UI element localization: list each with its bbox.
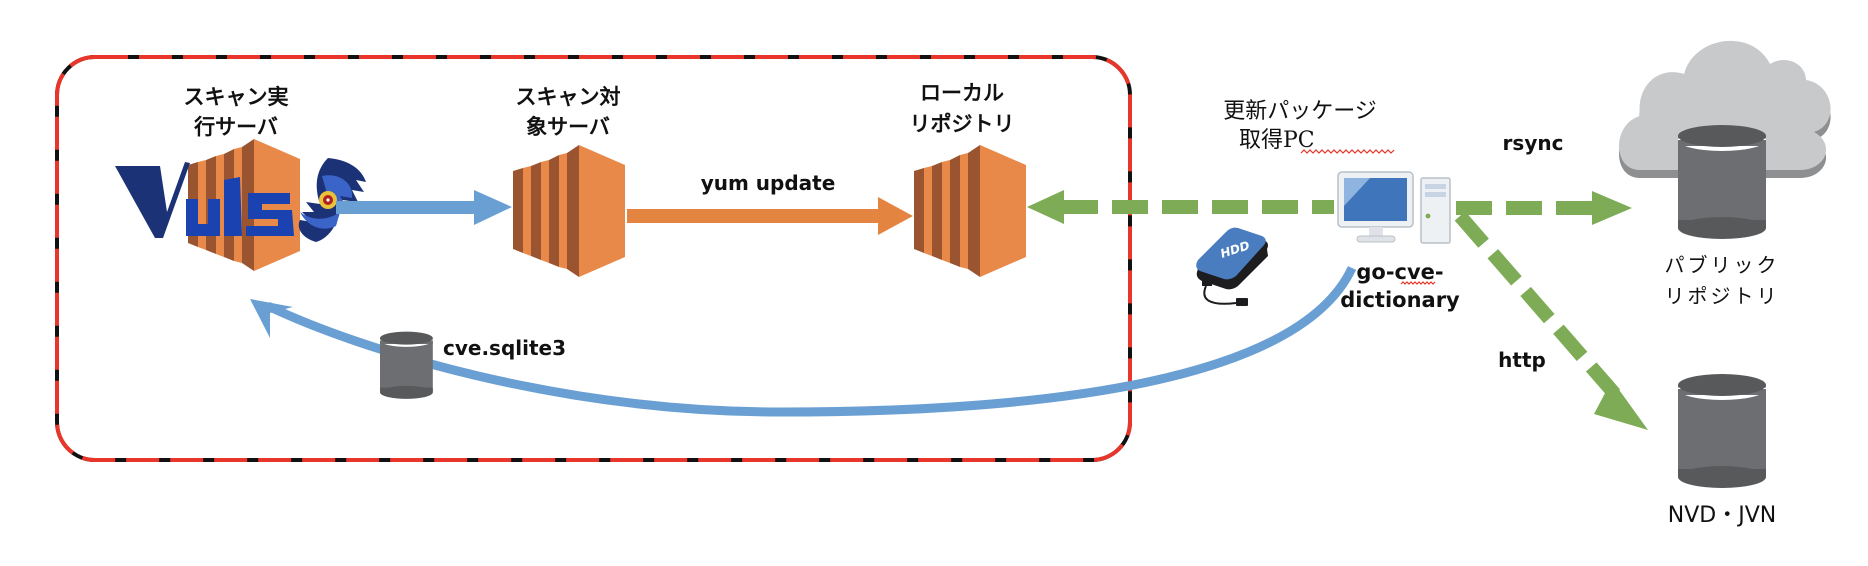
target-server-label-line1: スキャン対: [516, 85, 621, 109]
local-repo-label-line2: リポジトリ: [910, 112, 1015, 136]
cve-db-node[interactable]: cve.sqlite3: [380, 331, 566, 399]
cve-db-label: cve.sqlite3: [443, 336, 566, 360]
public-repo-label-line1: パブリック: [1665, 253, 1780, 277]
local-repo-label-line1: ローカル: [920, 81, 1004, 105]
public-repo-label-line2: リポジトリ: [1665, 284, 1780, 308]
server-icon: [188, 139, 300, 271]
server-icon: [513, 145, 625, 277]
update-pc-label-line1: 更新パッケージ: [1223, 99, 1377, 124]
yum-update-label: yum update: [701, 171, 836, 195]
hdd-icon: HDD: [1196, 227, 1268, 306]
internal-network-boundary: [55, 55, 1132, 462]
server-icon: [914, 145, 1026, 277]
target-server-node[interactable]: スキャン対 象サーバ: [513, 85, 625, 277]
go-cve-label-line1: go-cve-: [1356, 260, 1443, 284]
target-server-label-line2: 象サーバ: [526, 115, 610, 139]
rsync-label: rsync: [1503, 131, 1564, 155]
desktop-pc-icon: [1337, 171, 1451, 244]
database-icon: [1678, 374, 1766, 488]
nvd-jvn-node[interactable]: NVD・JVN: [1668, 374, 1776, 528]
update-pc-node[interactable]: 更新パッケージ 取得PC: [1223, 99, 1451, 244]
spellcheck-underline: [1300, 149, 1395, 154]
spellcheck-underline: [1400, 281, 1436, 285]
public-repo-node[interactable]: パブリック リポジトリ: [1619, 40, 1831, 308]
update-pc-label-line2: 取得PC: [1239, 128, 1315, 153]
scan-server-node[interactable]: スキャン実 行サーバ: [115, 85, 366, 271]
scan-server-label-line1: スキャン実: [184, 85, 289, 109]
vuls-logo-icon: [115, 158, 366, 242]
scan-arrow: [336, 190, 512, 225]
nvd-jvn-label: NVD・JVN: [1668, 503, 1776, 528]
local-repo-node[interactable]: ローカル リポジトリ: [910, 81, 1027, 277]
http-arrow: http: [1454, 211, 1648, 430]
yum-update-arrow: yum update: [627, 171, 913, 235]
go-cve-dictionary-label: go-cve- dictionary: [1340, 260, 1460, 312]
database-icon: [1678, 125, 1766, 239]
scan-server-label-line2: 行サーバ: [193, 115, 278, 139]
cloud-icon: [1619, 40, 1831, 178]
database-icon: [380, 331, 433, 399]
rsync-arrow: rsync: [1456, 131, 1632, 225]
hdd-node[interactable]: HDD: [1196, 227, 1268, 306]
go-cve-label-line2: dictionary: [1340, 288, 1460, 312]
http-label: http: [1498, 348, 1546, 372]
pc-to-local-repo-arrow: [1027, 190, 1334, 224]
